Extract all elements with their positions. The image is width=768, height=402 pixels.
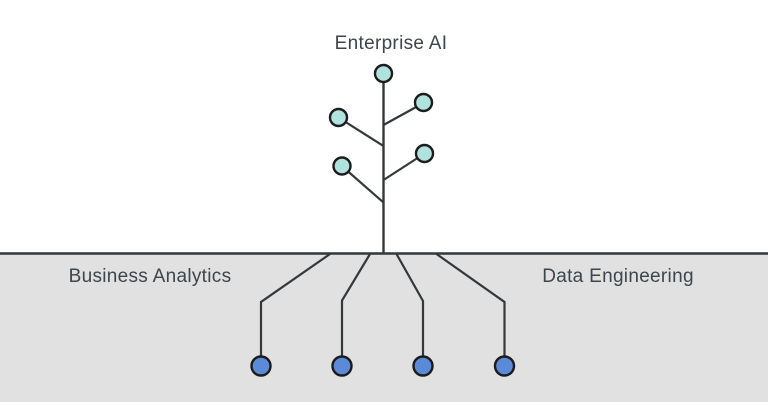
branch-line [339, 117, 385, 147]
leaf-node [328, 107, 349, 128]
ground-label-business-analytics: Business Analytics [68, 266, 232, 287]
root-node [331, 355, 353, 377]
root-line [395, 253, 425, 356]
root-line [340, 253, 371, 356]
leaf-node [414, 143, 435, 164]
branch-line [342, 166, 385, 204]
leaf-node [413, 92, 434, 113]
root-node [412, 355, 434, 377]
ground-label-data-engineering: Data Engineering [542, 266, 694, 287]
root-line [435, 253, 506, 356]
ground-area [0, 253, 768, 402]
root-node [250, 355, 272, 377]
leaf-node [332, 156, 352, 176]
root-line [259, 253, 331, 356]
leaf-node [373, 63, 394, 84]
root-node [493, 355, 516, 377]
diagram-title: Enterprise AI [334, 33, 448, 54]
